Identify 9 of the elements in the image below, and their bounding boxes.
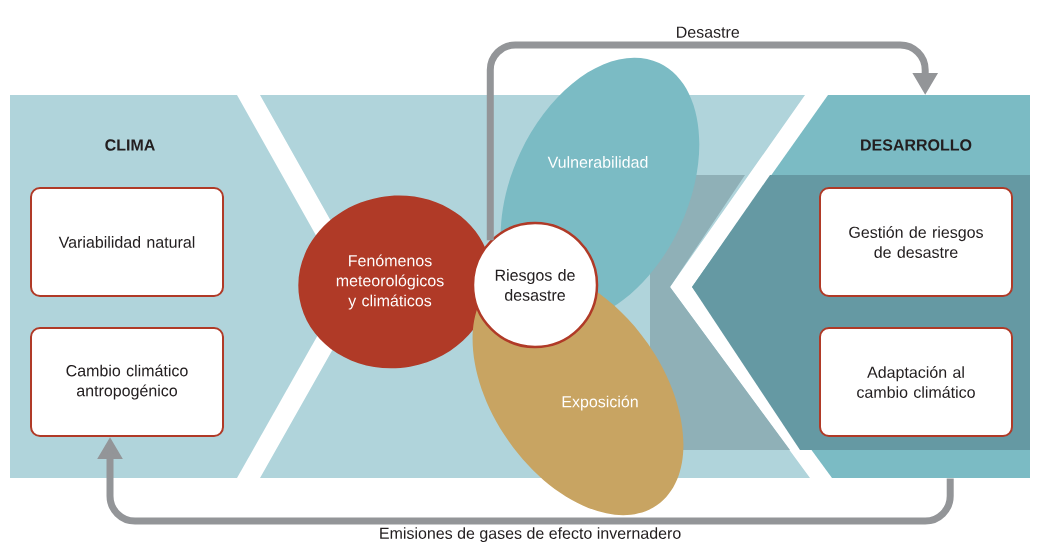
text-box: Variabilidad natural bbox=[30, 187, 224, 297]
circle-node: Riesgos de desastre bbox=[471, 221, 599, 349]
text-box: Cambio climático antropogénico bbox=[30, 327, 224, 437]
text-box: Gestión de riesgos de desastre bbox=[819, 187, 1013, 297]
text-box: Adaptación al cambio climático bbox=[819, 327, 1013, 437]
node-label: CLIMA bbox=[105, 139, 155, 151]
edge-label: Emisiones de gases de efecto invernadero bbox=[380, 527, 681, 543]
arrow bbox=[486, 41, 939, 241]
edge-label: Desastre bbox=[677, 26, 740, 38]
